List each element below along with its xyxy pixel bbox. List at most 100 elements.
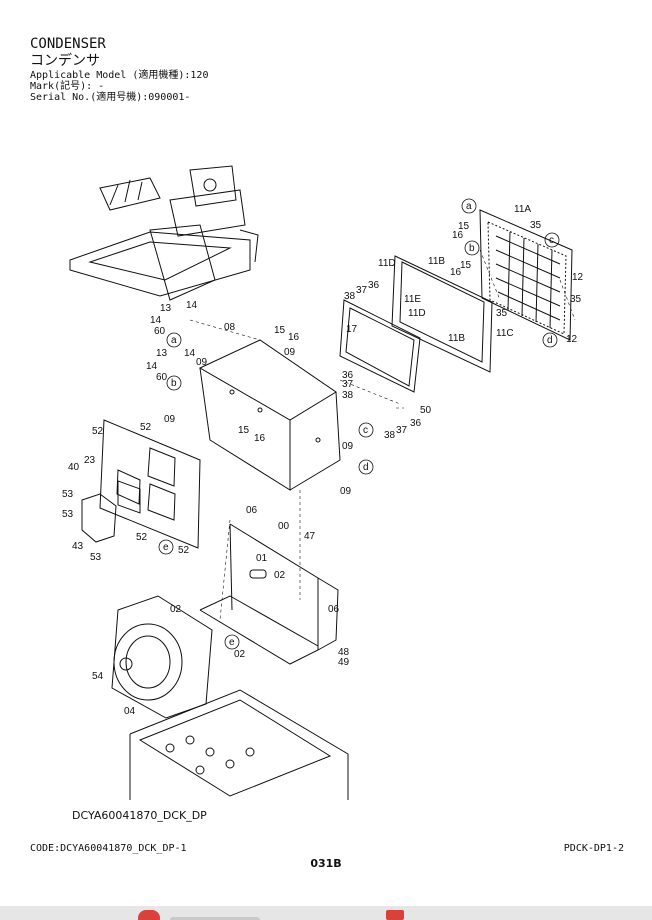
ref-circle-c-2 xyxy=(358,422,374,438)
label-52-2: 52 xyxy=(140,422,152,433)
label-37-2: 37 xyxy=(342,379,354,390)
label-38-3: 38 xyxy=(384,430,396,441)
label-11c: 11C xyxy=(496,328,514,339)
label-17: 17 xyxy=(346,324,358,335)
label-11b: 11B xyxy=(428,256,445,267)
inner-panel-17 xyxy=(339,299,421,393)
label-06: 06 xyxy=(246,505,258,516)
ref-circle-e-2 xyxy=(224,634,240,650)
machine-base xyxy=(129,689,349,800)
label-52-4: 52 xyxy=(178,545,190,556)
label-02: 02 xyxy=(274,570,286,581)
ref-label-b-2: b xyxy=(171,378,177,389)
label-04: 04 xyxy=(124,706,136,717)
condenser-stand-00 xyxy=(199,523,339,665)
label-43: 43 xyxy=(72,541,84,552)
label-16-4: 16 xyxy=(254,433,266,444)
applicable-model: Applicable Model (適用機種):120 xyxy=(30,70,209,81)
brand-mark-icon xyxy=(138,910,160,920)
label-52: 52 xyxy=(92,426,104,437)
label-50: 50 xyxy=(420,405,432,416)
label-38: 38 xyxy=(344,291,356,302)
label-02-2: 02 xyxy=(170,604,182,615)
screen-frame-11c xyxy=(391,255,493,373)
ref-label-d: d xyxy=(547,335,553,346)
label-23: 23 xyxy=(84,455,96,466)
label-16: 16 xyxy=(452,230,464,241)
baffle-plate-23 xyxy=(99,419,201,549)
page-header: CONDENSER コンデンサ Applicable Model (適用機種):… xyxy=(30,36,208,103)
ref-circle-d xyxy=(542,332,558,348)
label-52-3: 52 xyxy=(136,532,148,543)
label-35-2: 35 xyxy=(570,294,582,305)
ref-label-a: a xyxy=(466,201,472,212)
label-15-3: 15 xyxy=(274,325,286,336)
ref-label-c-2: c xyxy=(363,425,368,436)
label-15-4: 15 xyxy=(238,425,250,436)
label-11d-2: 11D xyxy=(408,308,426,319)
label-14-3: 14 xyxy=(184,348,196,359)
label-14-2: 14 xyxy=(150,315,162,326)
bracket-43 xyxy=(81,493,117,543)
label-37-3: 37 xyxy=(396,425,408,436)
label-36-2: 36 xyxy=(342,370,354,381)
ref-circle-b-2 xyxy=(166,375,182,391)
label-13: 13 xyxy=(160,303,172,314)
brand-text-icon xyxy=(170,917,260,920)
label-40: 40 xyxy=(68,462,80,473)
label-49: 49 xyxy=(338,657,350,668)
label-53: 53 xyxy=(62,489,74,500)
label-11b-2: 11B xyxy=(448,333,465,344)
label-15-2: 15 xyxy=(460,260,472,271)
label-60-2: 60 xyxy=(156,372,168,383)
ref-label-c: c xyxy=(549,235,554,246)
label-36: 36 xyxy=(368,280,380,291)
label-14: 14 xyxy=(186,300,198,311)
label-09: 09 xyxy=(284,347,296,358)
label-37: 37 xyxy=(356,285,368,296)
label-54: 54 xyxy=(92,671,104,682)
label-53-3: 53 xyxy=(90,552,102,563)
ref-label-e-2: e xyxy=(229,637,235,648)
label-48: 48 xyxy=(338,647,350,658)
label-53-2: 53 xyxy=(62,509,74,520)
red-square-icon xyxy=(386,910,404,920)
page-number: 031B xyxy=(310,857,342,870)
machine-overview-illustration xyxy=(69,165,259,301)
label-06-2: 06 xyxy=(328,604,340,615)
page-title-jp: コンデンサ xyxy=(30,53,100,69)
label-11a: 11A xyxy=(514,204,531,215)
mark-line: Mark(記号): - xyxy=(30,81,105,92)
label-12-2: 12 xyxy=(566,334,578,345)
condenser-fan-04 xyxy=(111,595,213,719)
label-60: 60 xyxy=(154,326,166,337)
footer-page-ref: PDCK-DP1-2 xyxy=(563,843,624,854)
screen-panel-11a xyxy=(479,209,573,341)
label-09-5: 09 xyxy=(340,486,352,497)
label-02-3: 02 xyxy=(234,649,246,660)
ref-label-a-2: a xyxy=(171,335,177,346)
label-13-2: 13 xyxy=(156,348,168,359)
label-14-4: 14 xyxy=(146,361,158,372)
label-09-3: 09 xyxy=(164,414,176,425)
cover-box-08 xyxy=(198,339,341,491)
drawing-code: DCYA60041870_DCK_DP xyxy=(72,809,207,822)
ref-circle-b xyxy=(464,240,480,256)
label-15: 15 xyxy=(458,221,470,232)
label-47: 47 xyxy=(304,531,316,542)
label-36-3: 36 xyxy=(410,418,422,429)
label-00: 00 xyxy=(278,521,290,532)
exploded-parts-diagram: 11A 11B 11D 11E 11D 11C 11B 17 35 12 35 … xyxy=(62,165,584,800)
label-16-3: 16 xyxy=(288,332,300,343)
page-title: CONDENSER xyxy=(30,36,106,52)
label-38-2: 38 xyxy=(342,390,354,401)
ref-circle-d-2 xyxy=(358,459,374,475)
label-35: 35 xyxy=(530,220,542,231)
label-09-4: 09 xyxy=(342,441,354,452)
label-11e: 11E xyxy=(404,294,421,305)
ref-circle-e xyxy=(158,539,174,555)
label-11d: 11D xyxy=(378,258,396,269)
ref-label-e: e xyxy=(163,542,169,553)
ref-circle-a-2 xyxy=(166,332,182,348)
ref-circle-a xyxy=(461,198,477,214)
